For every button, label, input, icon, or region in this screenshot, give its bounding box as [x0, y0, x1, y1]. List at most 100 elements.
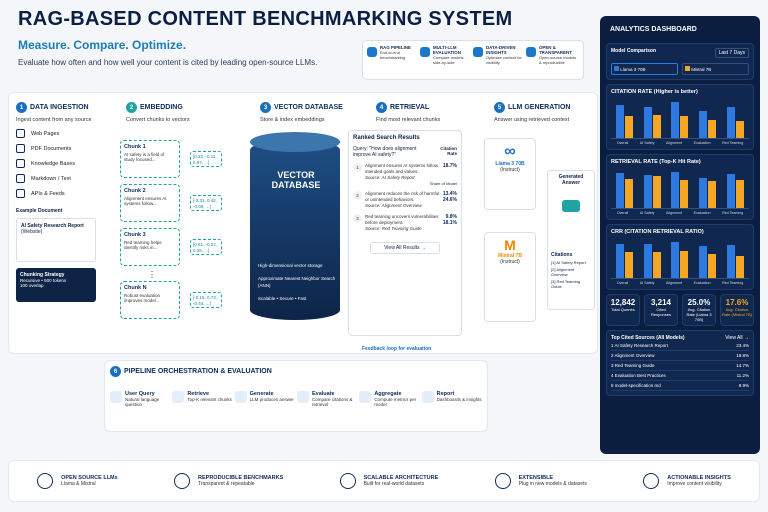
code-icon — [494, 473, 511, 489]
chart-plot — [611, 239, 749, 279]
step-number: 6 — [110, 366, 121, 377]
orch-step-title: Report — [436, 391, 455, 397]
example-doc-sub: (Website) — [21, 229, 43, 235]
source-name: Evaluation Best Practices — [614, 373, 666, 378]
legend-mistral[interactable]: Mistral 7B — [682, 63, 749, 75]
chart-title: CITATION RATE (Higher is better) — [611, 89, 698, 95]
x-tick: Evaluation — [693, 281, 711, 285]
view-all-results-button[interactable]: View All Results → — [370, 242, 440, 254]
orch-step-desc: Natural language question — [125, 397, 160, 407]
vector: [0.61, -0.22, 0.35, ...] — [190, 239, 222, 255]
legend-llama[interactable]: Llama 3 70B — [611, 63, 678, 75]
bar-chart-icon — [359, 391, 372, 403]
x-tick: Red Teaming — [722, 211, 744, 215]
view-all-link[interactable]: View All → — [725, 335, 749, 341]
kpi-value: 17.6% — [725, 298, 749, 307]
top-sources-title: Top Cited Sources (All Models) — [611, 335, 685, 341]
feature-desc: End-to-end benchmarking — [380, 50, 406, 60]
step-number: 1 — [16, 102, 27, 113]
orchestration-title: PIPELINE ORCHESTRATION & EVALUATION — [124, 368, 272, 375]
step-desc: Answer using retrieved context — [494, 117, 570, 123]
footer-desc: Llama & Mistral — [61, 481, 96, 487]
pdf-icon — [16, 144, 25, 153]
db-features: High-dimensional vector storage Approxim… — [258, 262, 336, 302]
bar — [616, 105, 625, 138]
bar — [726, 245, 735, 278]
footer-title: OPEN SOURCE LLMs — [61, 475, 118, 481]
source-name: model-specification.md — [614, 383, 661, 388]
chunk-text: Robust evaluation improves model... — [124, 293, 161, 303]
result-source: Source: AI Safety Report — [365, 175, 415, 180]
source-value: 19.8% — [736, 353, 749, 358]
database-top — [250, 132, 340, 152]
bar — [671, 101, 680, 138]
chunk-text: Alignment ensures AI systems follow... — [124, 196, 167, 206]
db-feature: High-dimensional vector storage — [258, 263, 323, 268]
chat-icon — [562, 200, 580, 212]
chunk-title: Chunk N — [124, 285, 147, 291]
chart-plot — [611, 169, 749, 209]
bar — [735, 121, 744, 138]
date-range-select[interactable]: Last 7 Days — [714, 48, 749, 58]
chunk-card: Chunk N Robust evaluation improves model.… — [120, 281, 180, 319]
result-text: Alignment reduces the risk of harmful or… — [365, 191, 440, 202]
bar — [708, 254, 717, 278]
x-tick: Evaluation — [693, 211, 711, 215]
x-tick: Overall — [616, 211, 629, 215]
step-number: 5 — [494, 102, 505, 113]
footer-desc: Plug in new models & datasets — [518, 481, 587, 487]
chunk-text: Red teaming helps identify risks in... — [124, 240, 162, 250]
bar-group — [643, 243, 661, 278]
model-variant: (Instruct) — [500, 259, 520, 265]
citation-rate-header: Citation Rate — [440, 146, 457, 156]
kpi-value: 25.0% — [687, 298, 711, 307]
step-number: 3 — [260, 102, 271, 113]
book-icon — [16, 159, 25, 168]
share-header: Share of Model — [429, 181, 457, 186]
source-rank: 4 — [611, 373, 614, 378]
feature-title: OPEN & TRANSPARENT — [539, 45, 572, 55]
footer-title: EXTENSIBLE — [518, 475, 554, 481]
step-desc: Store & index embeddings — [260, 117, 325, 123]
kpi-label: Avg. Citation Rate (Llama 3 70B) — [686, 307, 712, 322]
mistral-logo-icon: M — [504, 237, 516, 253]
bar — [652, 115, 661, 138]
page-subtitle: Measure. Compare. Optimize. — [18, 38, 187, 52]
x-tick: Red Teaming — [722, 141, 744, 145]
citation: [3] Red Teaming Guide — [551, 279, 581, 289]
kpi-label: Total Queries — [611, 307, 635, 312]
x-tick: Evaluation — [693, 141, 711, 145]
source-name: Red Teaming Guide — [614, 363, 655, 368]
bar-group — [616, 244, 634, 278]
bar — [616, 172, 625, 208]
user-icon — [110, 391, 122, 403]
feature-desc: Optimize content for visibility — [486, 55, 522, 65]
source-name: Alignment Overview — [614, 353, 655, 358]
step-title: RETRIEVAL — [390, 104, 430, 111]
vector: [-0.15, 0.73, -0.44, ...] — [190, 292, 222, 308]
page-title: RAG-BASED CONTENT BENCHMARKING SYSTEM — [18, 8, 513, 30]
footer-desc: Improve content visibility — [667, 481, 722, 487]
chunking-overlap: 100 overlap — [20, 283, 44, 288]
bar — [625, 116, 634, 138]
markdown-icon — [16, 174, 25, 183]
shield-check-icon — [174, 473, 191, 489]
result-share: 24.6% — [442, 197, 457, 203]
chunking-title: Chunking Strategy — [20, 272, 65, 278]
step-number: 4 — [376, 102, 387, 113]
